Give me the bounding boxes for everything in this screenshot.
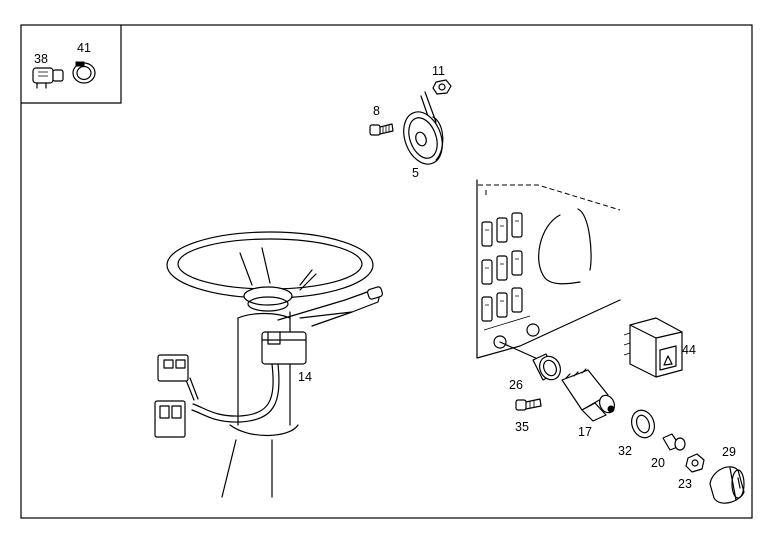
part-11-nut	[432, 79, 452, 95]
label-29: 29	[722, 445, 736, 459]
label-5: 5	[412, 166, 419, 180]
part-44-rocker-switch	[623, 317, 683, 378]
wiring-harness	[154, 354, 280, 438]
part-29-rotary-knob	[709, 466, 745, 504]
label-26: 26	[509, 378, 523, 392]
part-17-rotary-switch	[561, 368, 615, 422]
label-38: 38	[34, 52, 48, 66]
label-11: 11	[432, 64, 445, 78]
part-labels: 38 41 11 8 5 14 44 26 35 17 32 20 23 29	[34, 41, 736, 491]
part-8-screw	[369, 123, 394, 136]
part-20-bulb	[662, 433, 686, 451]
part-38-connector	[32, 67, 64, 89]
inset-frame	[21, 25, 122, 104]
part-41-clamp	[72, 61, 96, 84]
label-44: 44	[682, 343, 696, 357]
part-5-horn	[403, 91, 444, 165]
part-35-screw	[515, 398, 542, 411]
label-41: 41	[77, 41, 91, 55]
part-32-ring	[631, 409, 655, 439]
dashboard-panel	[476, 179, 621, 359]
label-14: 14	[298, 370, 312, 384]
label-35: 35	[515, 420, 529, 434]
label-17: 17	[578, 425, 592, 439]
part-23-nut	[685, 453, 705, 473]
outer-frame	[20, 24, 753, 519]
part-26-knob	[532, 353, 561, 381]
steering-wheel	[166, 231, 374, 312]
label-8: 8	[373, 104, 380, 118]
steering-column	[221, 311, 299, 498]
guide-line	[499, 341, 541, 361]
label-20: 20	[651, 456, 665, 470]
label-32: 32	[618, 444, 632, 458]
label-23: 23	[678, 477, 692, 491]
part-14-combination-switch	[261, 286, 384, 365]
